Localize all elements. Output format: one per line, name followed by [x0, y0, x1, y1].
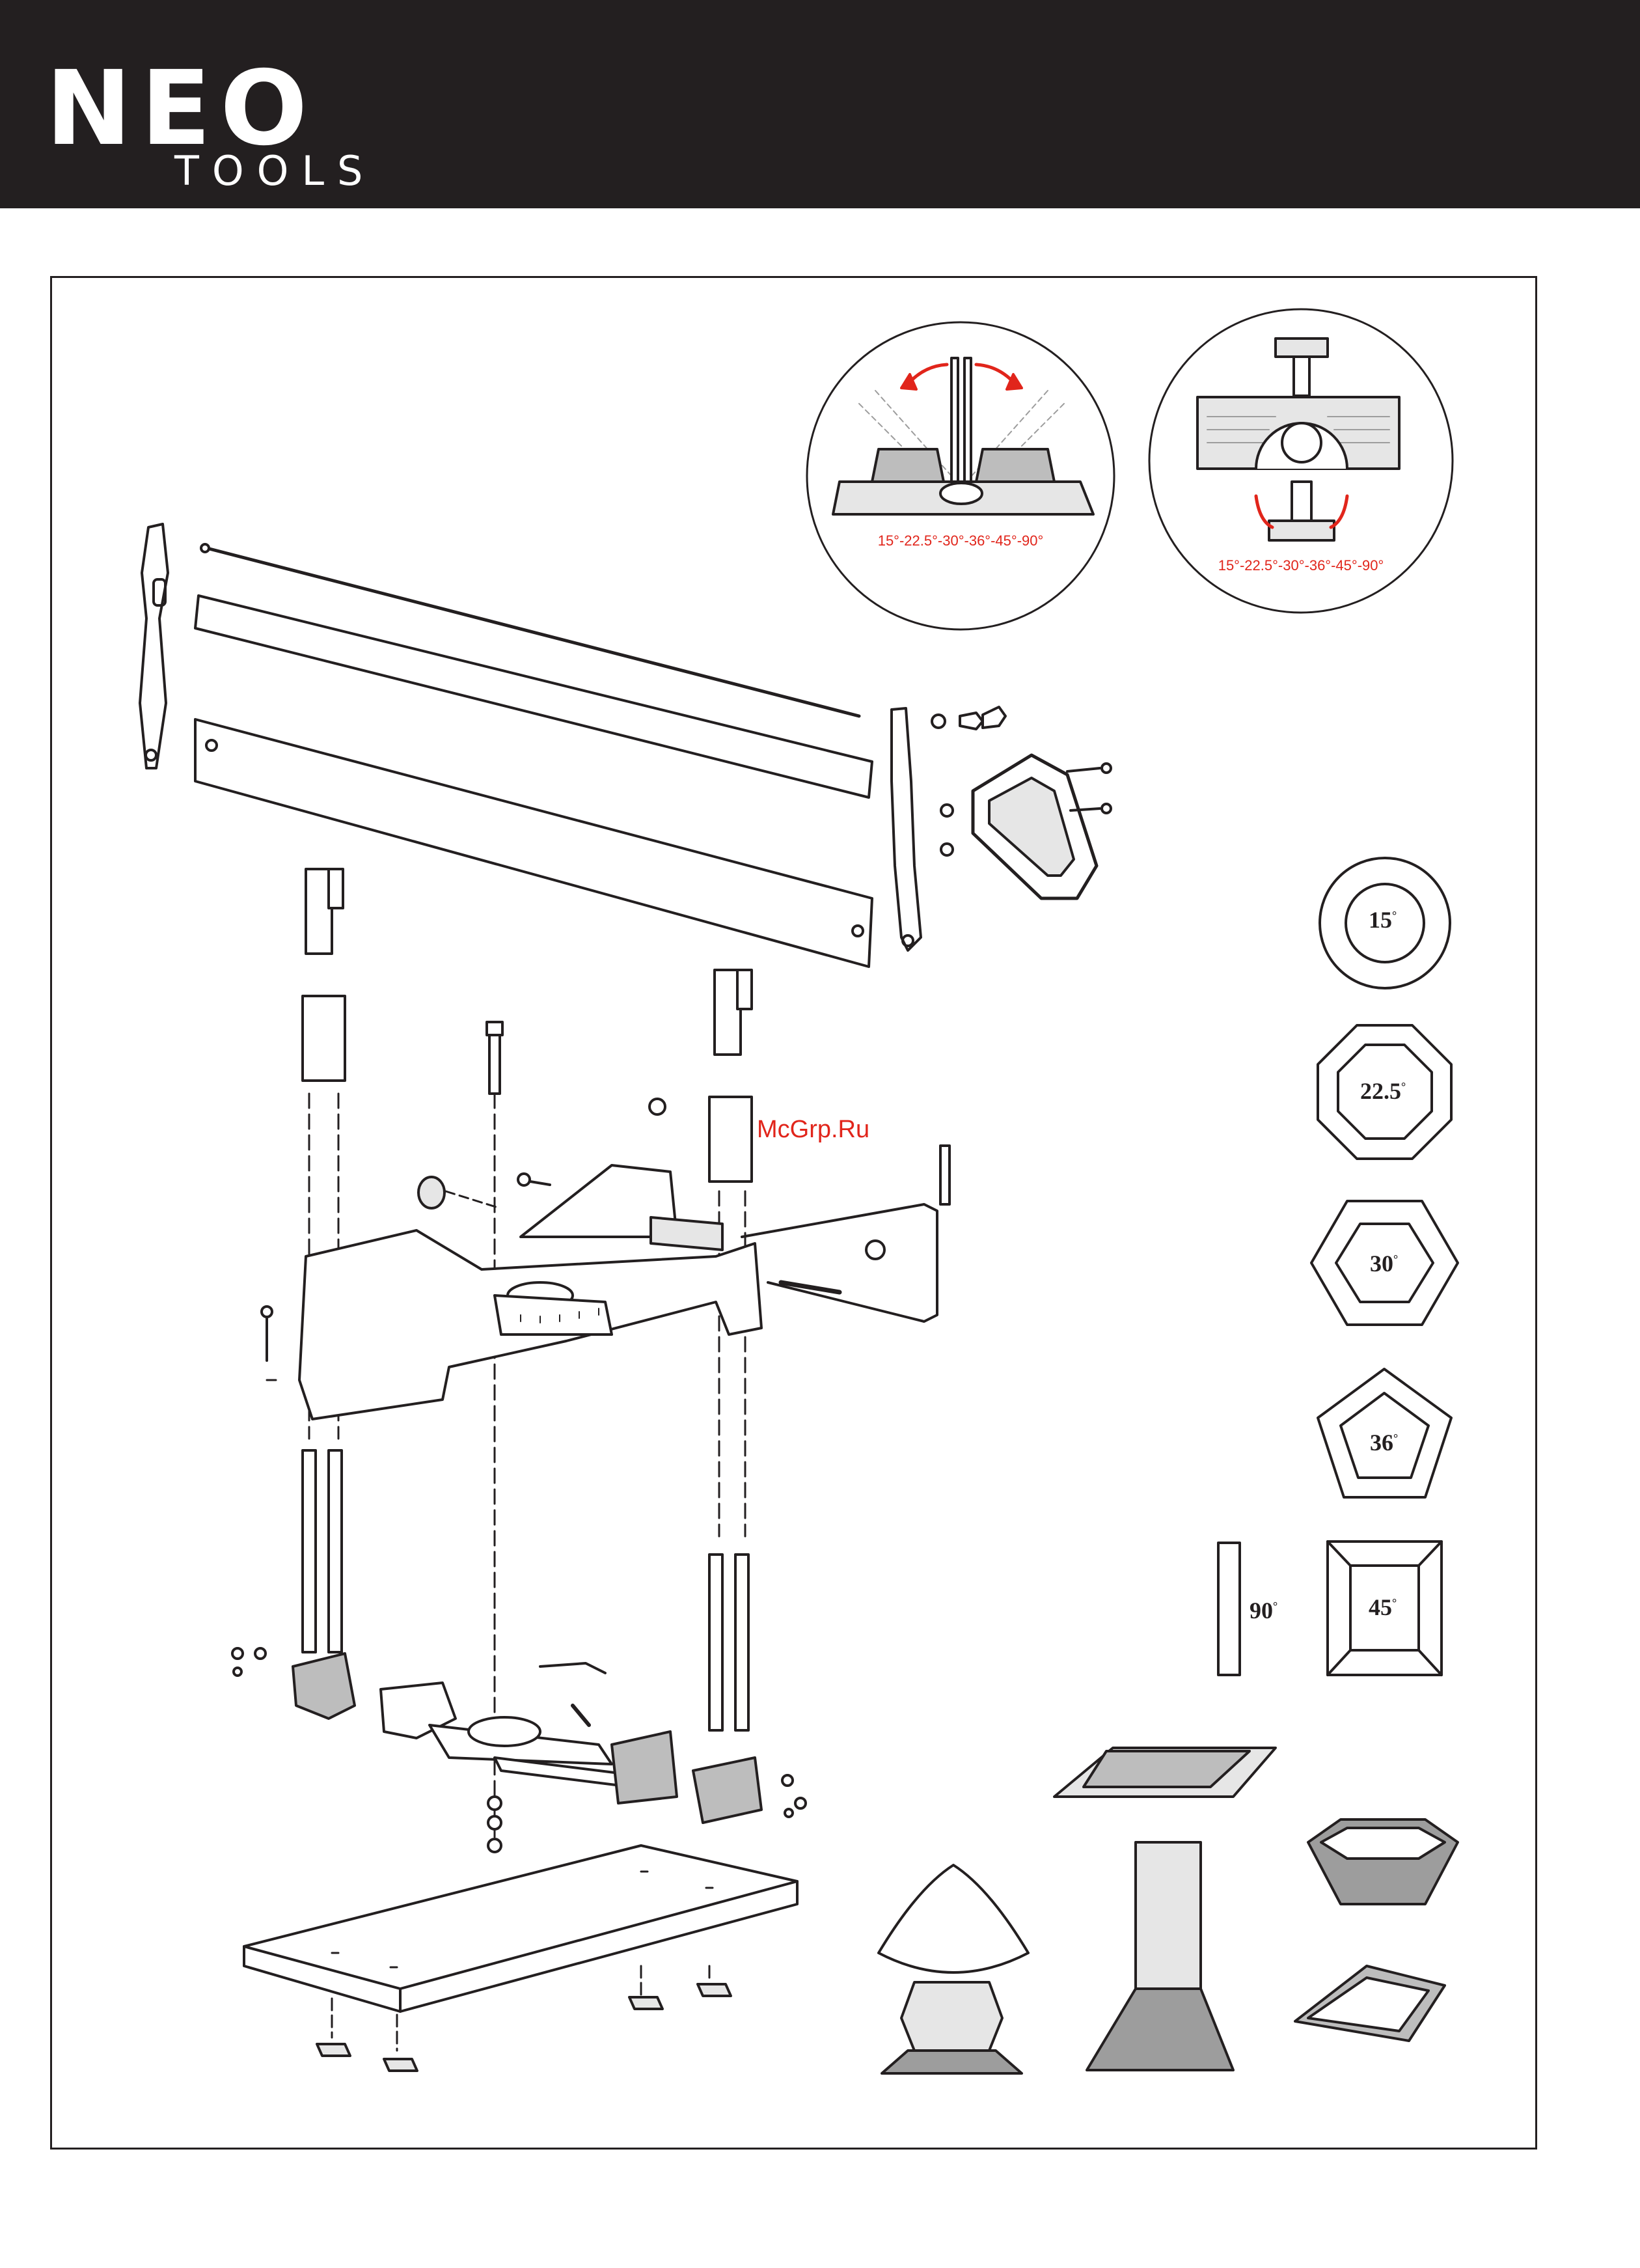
- saw-tilt-callout: 15°-22.5°-30°-36°-45°-90°: [807, 322, 1114, 629]
- saw-frame-parts: [140, 524, 1111, 967]
- base-board: [244, 1846, 797, 2071]
- guide-rods-lower: [303, 1450, 748, 1730]
- angle-label-30: 30°: [1370, 1250, 1398, 1277]
- watermark-text: McGrp.Ru: [757, 1116, 869, 1144]
- table-rotate-callout: 15°-22.5°-30°-36°-45°-90°: [1149, 309, 1453, 613]
- mitre-body: [262, 1146, 950, 1419]
- angle-label-22-5: 22.5°: [1360, 1077, 1406, 1105]
- angle-examples: [1218, 858, 1458, 1675]
- angle-label-90: 90°: [1250, 1597, 1278, 1624]
- table-rotate-angles-label: 15°-22.5°-30°-36°-45°-90°: [1218, 557, 1384, 574]
- saw-tilt-angles-label: 15°-22.5°-30°-36°-45°-90°: [878, 532, 1044, 549]
- angle-label-36: 36°: [1370, 1429, 1398, 1456]
- example-projects: [879, 1748, 1458, 2073]
- angle-label-15: 15°: [1369, 906, 1397, 933]
- angle-label-45: 45°: [1369, 1594, 1397, 1621]
